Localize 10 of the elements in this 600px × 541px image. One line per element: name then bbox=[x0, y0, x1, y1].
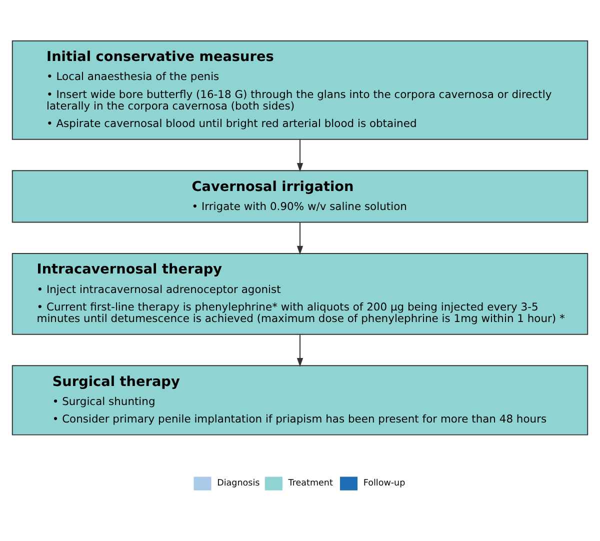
legend-label: Follow-up bbox=[363, 478, 406, 488]
arrow bbox=[296, 222, 304, 254]
node-box: Surgical therapy • Surgical shunting • Consider primary penile implantation if priapism has been present for more than 48 hours bbox=[12, 364, 588, 435]
arrow bbox=[296, 138, 304, 172]
legend-label: Diagnosis bbox=[217, 478, 260, 488]
node-box: Intracavernosal therapy • Inject intracavernosal adrenoceptor agonist • Current first-line therapy is phenylephrine* with aliquots of 200 µg being injected every 3-5 minutes until detumescence is achieved (maximum dose of phenylephrine is 1mg within 1 hour) * bbox=[12, 252, 588, 334]
arrow bbox=[296, 334, 304, 366]
legend-label: Treatment bbox=[288, 478, 333, 488]
node-box: Cavernosal irrigation • Irrigate with 0.90% w/v saline solution bbox=[12, 170, 588, 222]
node-box: Initial conservative measures • Local anaesthesia of the penis • Insert wide bore butterfly (16-18 G) through the glans into the corpora cavernosa or directly laterally in the corpora cavernosa (both sides) • Aspirate cavernosal blood until bright red arterial blood is obtained bbox=[12, 40, 588, 140]
